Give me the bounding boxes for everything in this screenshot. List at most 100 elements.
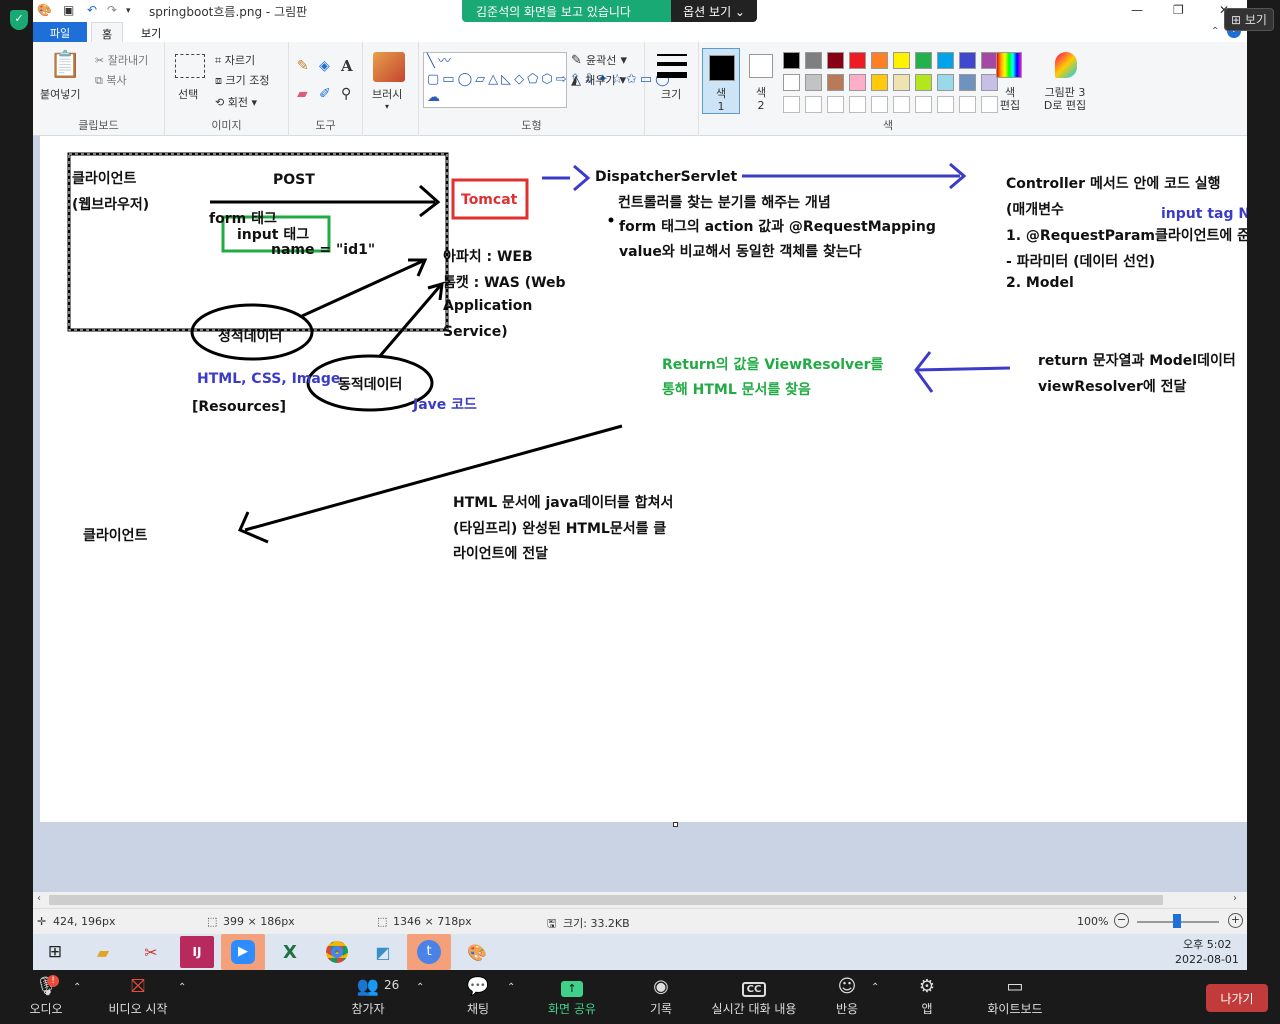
reactions-button[interactable]: ☺ 반응 [832,976,862,1017]
palette-swatch[interactable] [915,74,932,91]
empty-swatch[interactable] [805,96,822,113]
palette-swatch[interactable] [871,52,888,69]
empty-swatch[interactable] [827,96,844,113]
palette-swatch[interactable] [805,74,822,91]
save-icon[interactable]: ▣ [63,3,75,17]
live-transcript-button[interactable]: CC 실시간 대화 내용 [708,976,800,1017]
palette-swatch[interactable] [893,52,910,69]
shapes-gallery[interactable]: ╲〰▢▭◯▱△◺◇⬠⬡⇨⇧⇩✦☆✩▭◯☁ [423,52,670,108]
empty-swatch[interactable] [915,96,932,113]
excel-icon[interactable]: X [283,941,297,963]
file-explorer-icon[interactable]: ▰ [96,942,110,962]
clock-time[interactable]: 오후 5:02 [1183,938,1232,951]
scrollbar-thumb[interactable] [49,895,1163,905]
color1-button[interactable]: 색 1 [702,48,740,114]
paint-taskbar-icon[interactable]: 🎨 [467,942,487,962]
eraser-icon[interactable]: ▰ [297,86,308,102]
select-button[interactable]: 선택 [178,88,199,101]
palette-swatch[interactable] [849,52,866,69]
color-picker-icon[interactable]: ✐ [319,86,331,102]
reactions-options-chevron[interactable]: ⌃ [871,982,880,993]
zoom-view-button[interactable]: ⊞ 보기 [1224,8,1274,31]
record-button[interactable]: ◉ 기록 [646,976,676,1017]
paint3d-button[interactable]: 그림판 3 D로 편집 [1035,48,1095,118]
brush-button[interactable]: 브러시 [372,88,403,101]
audio-button[interactable]: 🎙 오디오 [26,976,66,1017]
empty-swatch[interactable] [959,96,976,113]
tab-view[interactable]: 보기 [141,27,162,40]
brush-icon[interactable] [373,52,405,82]
palette-swatch[interactable] [805,52,822,69]
intellij-icon[interactable]: IJ [180,936,214,968]
empty-swatch[interactable] [783,96,800,113]
whiteboard-button[interactable]: ▭ 화이트보드 [984,976,1046,1017]
edit-colors-button[interactable]: 색 편집 [993,48,1027,118]
scroll-left-icon[interactable]: ‹ [37,893,41,904]
chat-options-chevron[interactable]: ⌃ [507,982,516,993]
brush-dropdown-icon[interactable]: ▾ [385,102,390,111]
palette-swatch[interactable] [959,52,976,69]
zoom-in-icon[interactable]: + [1228,913,1243,928]
pencil-icon[interactable]: ✎ [297,58,309,74]
windows-start-icon[interactable]: ⊞ [47,942,63,962]
palette-swatch[interactable] [849,74,866,91]
view-options-button[interactable]: 옵션 보기 ⌄ [671,0,757,22]
outline-button[interactable]: ✎ 윤곽선 ▾ [571,53,628,68]
palette-swatch[interactable] [915,52,932,69]
empty-swatch[interactable] [871,96,888,113]
copy-button[interactable]: ⧉ 복사 [95,74,127,87]
scroll-right-icon[interactable]: › [1233,893,1237,904]
palette-swatch[interactable] [783,52,800,69]
audio-options-chevron[interactable]: ⌃ [73,982,82,993]
palette-swatch[interactable] [827,52,844,69]
chat-button[interactable]: 💬 채팅 [462,976,494,1017]
active-app-taskbar[interactable]: t [407,934,451,970]
redo-icon[interactable]: ↷ [107,3,118,17]
horizontal-scrollbar[interactable]: ‹ › [33,892,1247,908]
palette-swatch[interactable] [827,74,844,91]
snipping-tool-icon[interactable]: ✂ [144,942,158,962]
palette-swatch[interactable] [871,74,888,91]
share-screen-button[interactable]: ↑ 화면 공유 [544,976,600,1017]
resize-button[interactable]: ⧈ 크기 조정 [215,74,270,87]
fill-button[interactable]: ◭ 채우기 ▾ [571,73,627,88]
palette-swatch[interactable] [981,74,998,91]
paste-button[interactable]: 붙여넣기 [40,88,81,101]
zoom-out-icon[interactable]: − [1114,913,1129,928]
participants-options-chevron[interactable]: ⌃ [416,982,425,993]
collapse-ribbon-icon[interactable]: ⌃ [1211,26,1220,37]
color2-button[interactable]: 색 2 [743,48,779,114]
selection-marquee[interactable] [68,153,448,331]
leave-meeting-button[interactable]: 나가기 [1206,984,1268,1012]
zoom-top-left-shield[interactable]: ✓ [10,10,28,30]
select-icon[interactable] [175,54,205,78]
palette-swatch[interactable] [783,74,800,91]
size-button[interactable]: 크기 [661,88,682,101]
quick-access-dropdown-icon[interactable]: ▾ [126,6,131,16]
tab-home[interactable]: 홈 [91,22,124,42]
video-options-chevron[interactable]: ⌃ [178,982,187,993]
zoom-slider-thumb[interactable] [1173,914,1181,928]
app-icon[interactable]: ◩ [375,942,391,962]
drawing-canvas[interactable]: 클라이언트 (웹브라우저) POST form 태그 input 태그 name… [40,136,1247,822]
zoom-app-taskbar[interactable]: ▶ [221,934,265,970]
undo-icon[interactable]: ↶ [87,3,98,17]
cut-button[interactable]: ✂ 잘라내기 [95,54,149,67]
empty-swatch[interactable] [893,96,910,113]
magnifier-icon[interactable]: ⚲ [341,86,352,102]
palette-swatch[interactable] [937,74,954,91]
maximize-icon[interactable]: ❐ [1173,3,1184,17]
canvas-resize-handle[interactable] [673,822,678,827]
palette-swatch[interactable] [937,52,954,69]
empty-swatch[interactable] [981,96,998,113]
chrome-icon[interactable] [320,936,354,968]
tab-file[interactable]: 파일 [33,22,87,42]
start-video-button[interactable]: ⛝ 비디오 시작 [106,976,170,1017]
empty-swatch[interactable] [937,96,954,113]
text-tool-icon[interactable]: A [341,57,353,75]
palette-swatch[interactable] [959,74,976,91]
crop-button[interactable]: ⌗ 자르기 [215,54,256,67]
paste-icon[interactable]: 📋 [49,50,82,80]
minimize-icon[interactable]: — [1131,3,1143,17]
participants-button[interactable]: 👥 참가자 [348,976,388,1017]
